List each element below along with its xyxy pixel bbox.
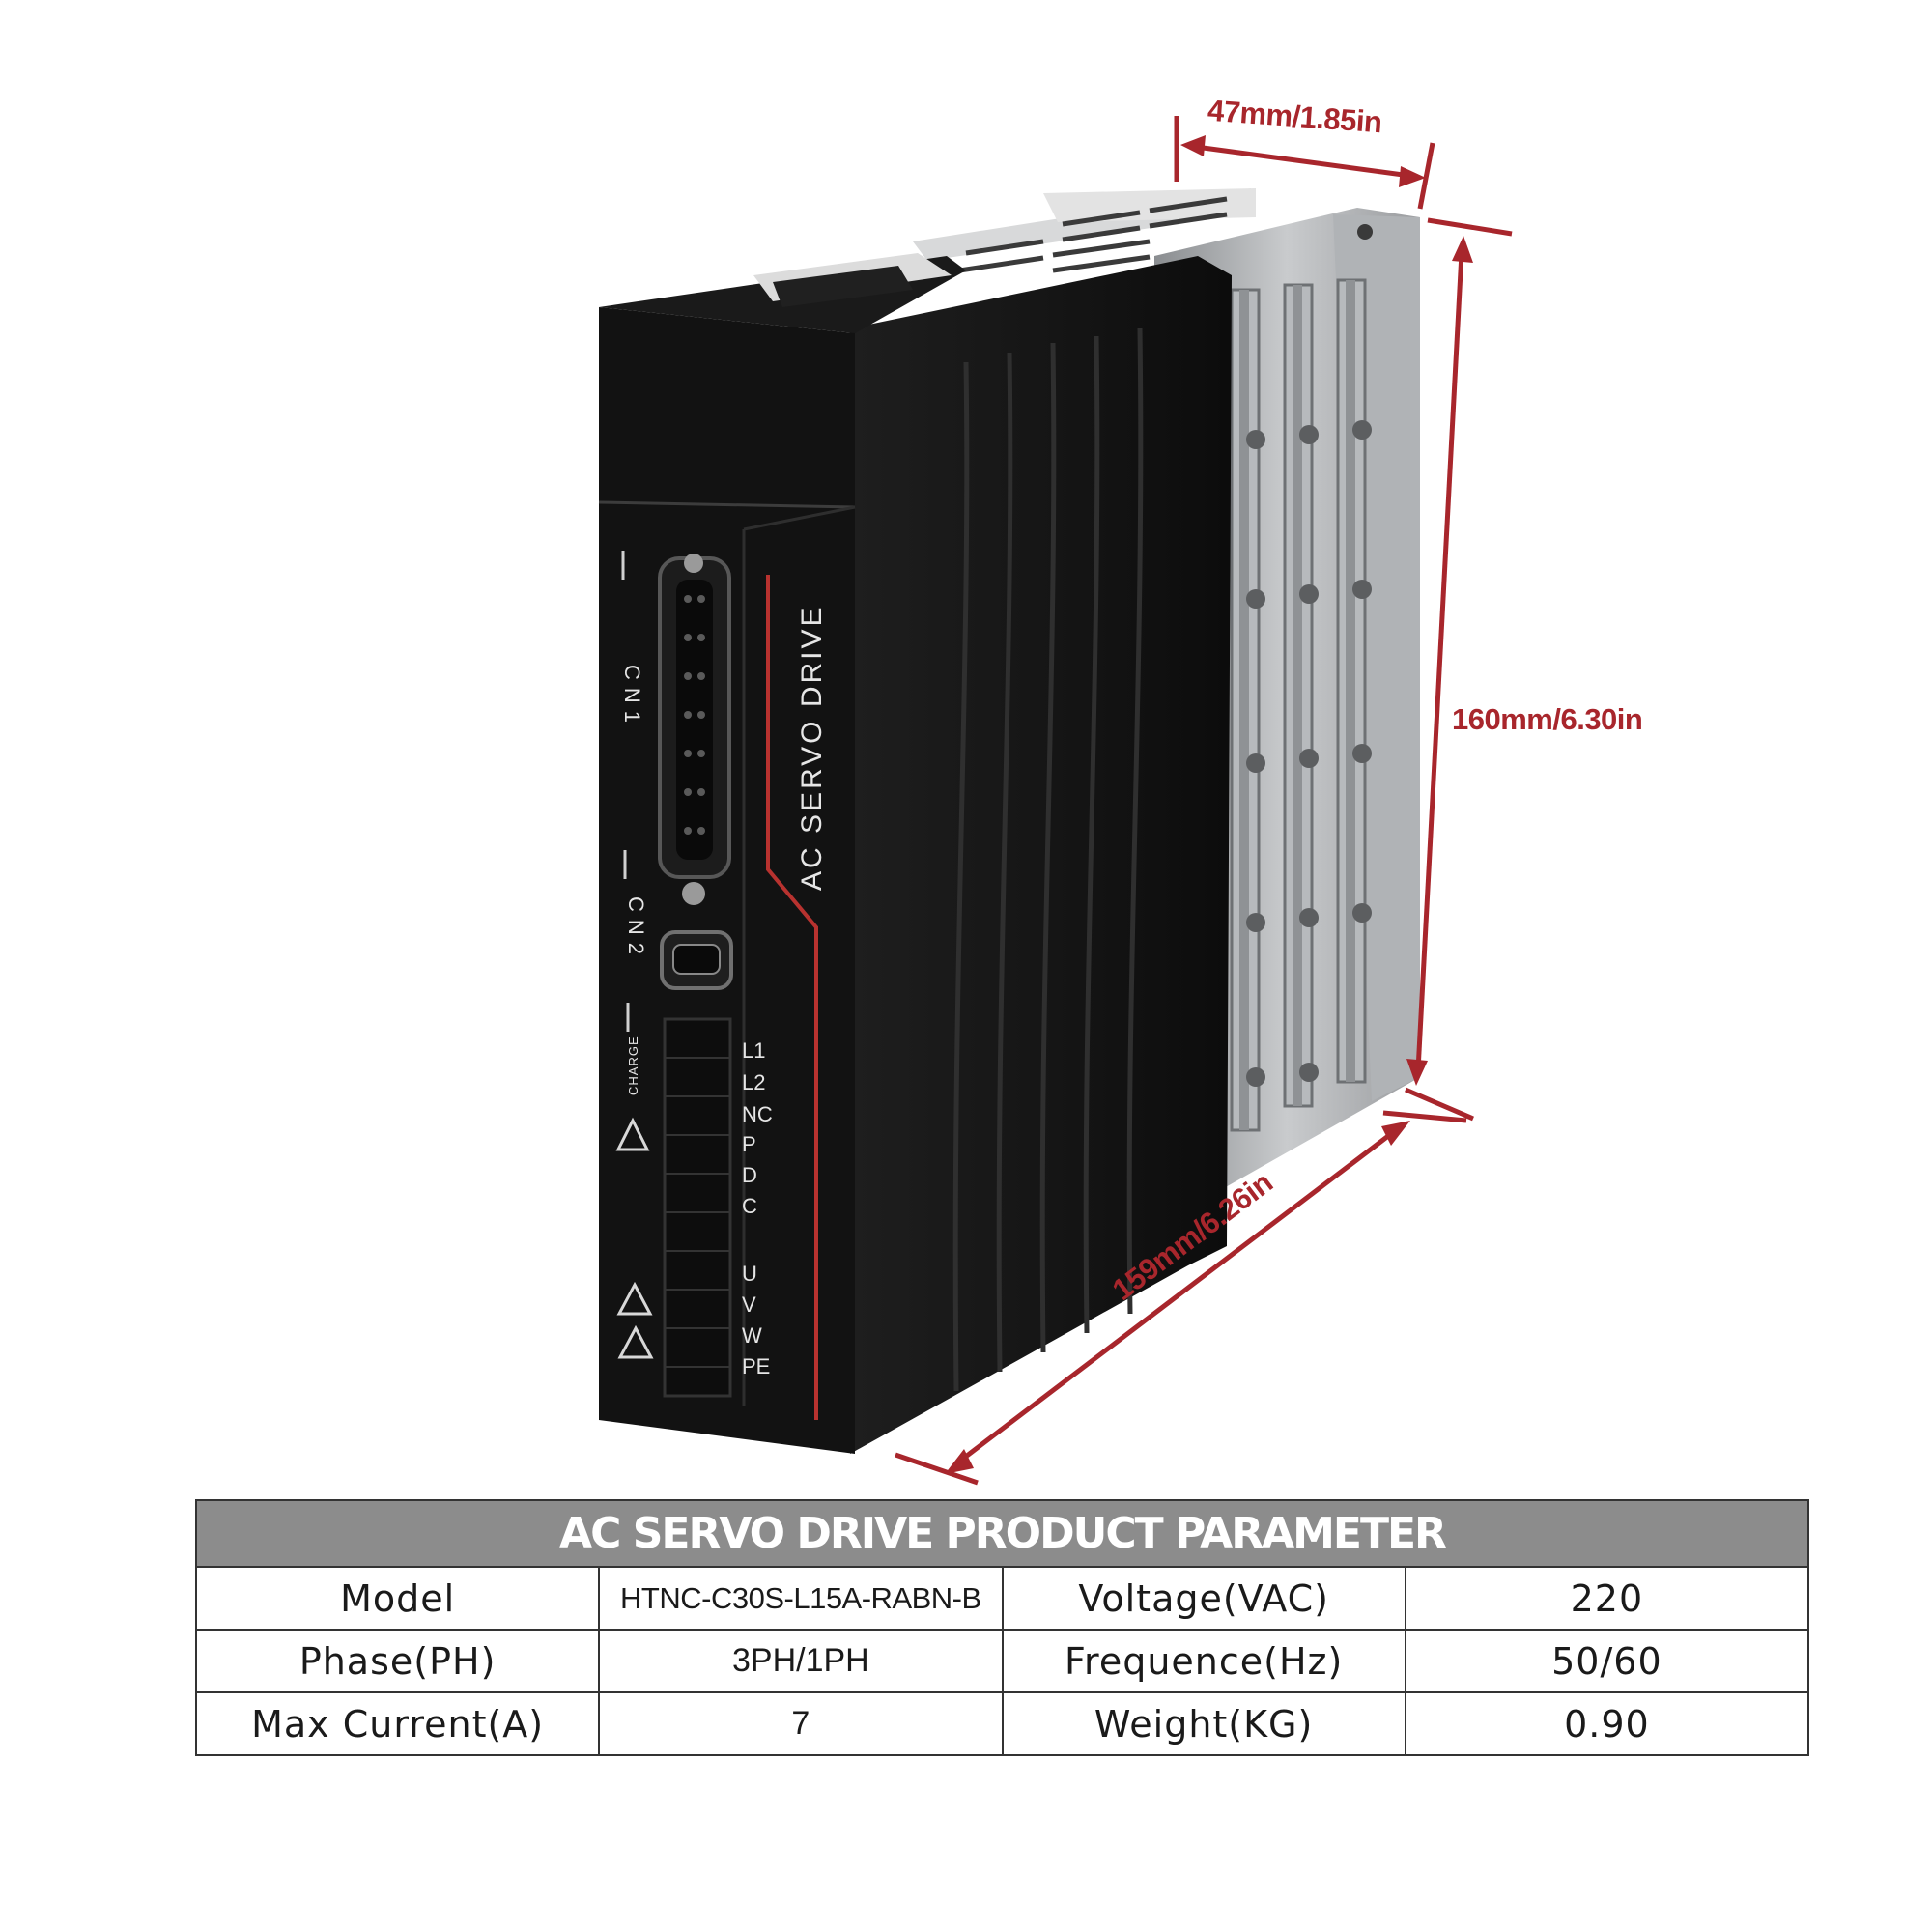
warning-icon [615,1117,654,1359]
terminal-label: V [742,1292,756,1317]
terminal-label: C [742,1194,757,1218]
param-value: HTNC-C30S-L15A-RABN-B [598,1566,1004,1631]
table-title: AC SERVO DRIVE PRODUCT PARAMETER [195,1499,1809,1568]
param-value: 0.90 [1404,1691,1810,1756]
param-key: Weight(KG) [1001,1691,1406,1756]
height-dimension-label: 160mm/6.30in [1452,702,1643,736]
param-value: 50/60 [1404,1629,1810,1693]
param-key: Frequence(Hz) [1001,1629,1406,1693]
param-value: 3PH/1PH [598,1629,1004,1693]
cn1-label: CN1 [620,665,644,730]
terminal-label: PE [742,1354,770,1378]
param-key: Voltage(VAC) [1001,1566,1406,1631]
terminal-label: L1 [742,1038,765,1063]
table-row: Max Current(A) 7 Weight(KG) 0.90 [194,1691,1810,1756]
charge-label: CHARGE [626,1036,640,1095]
terminal-label: W [742,1323,762,1348]
parameter-table-header: AC SERVO DRIVE PRODUCT PARAMETER [195,1499,1809,1568]
terminal-label: P [742,1132,756,1156]
terminal-label: U [742,1262,757,1286]
param-value: 220 [1404,1566,1810,1631]
param-key: Model [194,1566,601,1631]
drive-body [599,253,1232,1454]
dimension-lines [895,116,1513,1486]
terminal-label: D [742,1163,757,1187]
parameter-table: AC SERVO DRIVE PRODUCT PARAMETER Model H… [194,1499,1810,1756]
front-panel [598,307,856,1454]
table-row: Model HTNC-C30S-L15A-RABN-B Voltage(VAC)… [194,1566,1810,1631]
param-key: Max Current(A) [194,1691,601,1756]
terminal-label: NC [742,1102,773,1126]
cn2-label: CN2 [624,896,648,962]
table-row: Phase(PH) 3PH/1PH Frequence(Hz) 50/60 [194,1629,1810,1693]
terminal-label: L2 [742,1070,765,1094]
brand-text: AC SERVO DRIVE [796,604,828,891]
param-value: 7 [598,1691,1004,1756]
param-key: Phase(PH) [194,1629,601,1693]
